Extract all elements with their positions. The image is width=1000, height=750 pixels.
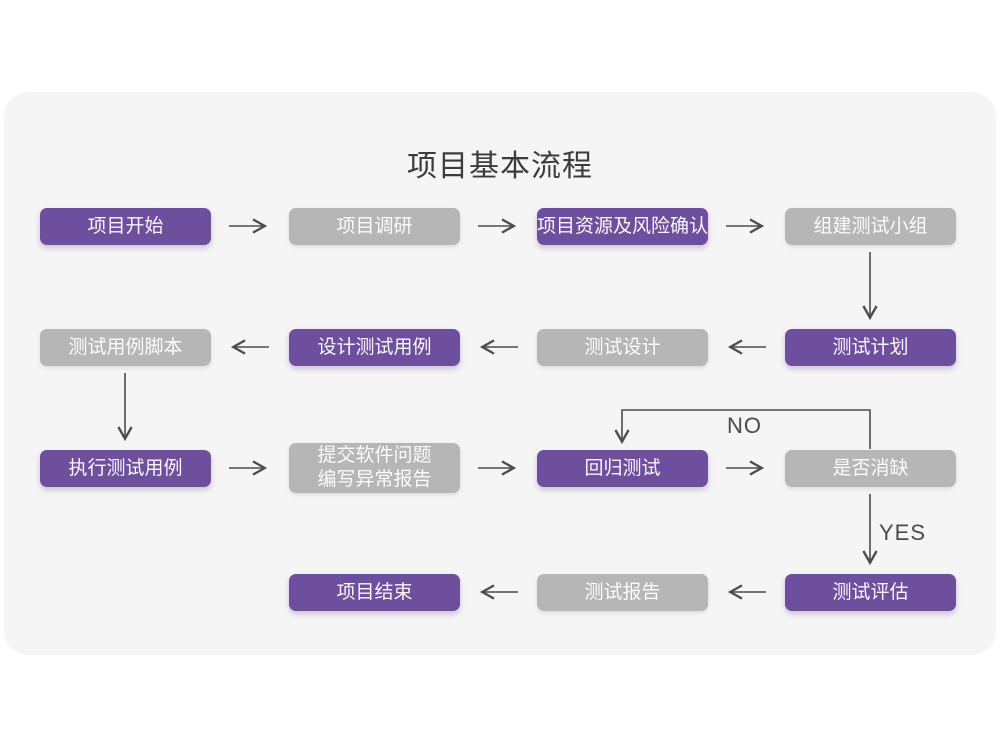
node-defect-cleared: 是否消缺 xyxy=(785,450,956,487)
node-project-end: 项目结束 xyxy=(289,574,460,611)
node-build-test-team: 组建测试小组 xyxy=(785,208,956,245)
node-execute-test-cases: 执行测试用例 xyxy=(40,450,211,487)
node-test-case-script: 测试用例脚本 xyxy=(40,329,211,366)
node-test-plan: 测试计划 xyxy=(785,329,956,366)
node-test-report: 测试报告 xyxy=(537,574,708,611)
node-resources-risk-confirm: 项目资源及风险确认 xyxy=(537,208,708,245)
node-design-test-cases: 设计测试用例 xyxy=(289,329,460,366)
node-test-design: 测试设计 xyxy=(537,329,708,366)
node-submit-issue-report: 提交软件问题 编写异常报告 xyxy=(289,443,460,493)
node-project-start: 项目开始 xyxy=(40,208,211,245)
branch-label-no: NO xyxy=(727,413,762,438)
flowchart-card xyxy=(4,92,996,655)
node-regression-test: 回归测试 xyxy=(537,450,708,487)
node-project-research: 项目调研 xyxy=(289,208,460,245)
page-title: 项目基本流程 xyxy=(407,150,593,183)
node-test-evaluation: 测试评估 xyxy=(785,574,956,611)
branch-label-yes: YES xyxy=(879,520,927,545)
